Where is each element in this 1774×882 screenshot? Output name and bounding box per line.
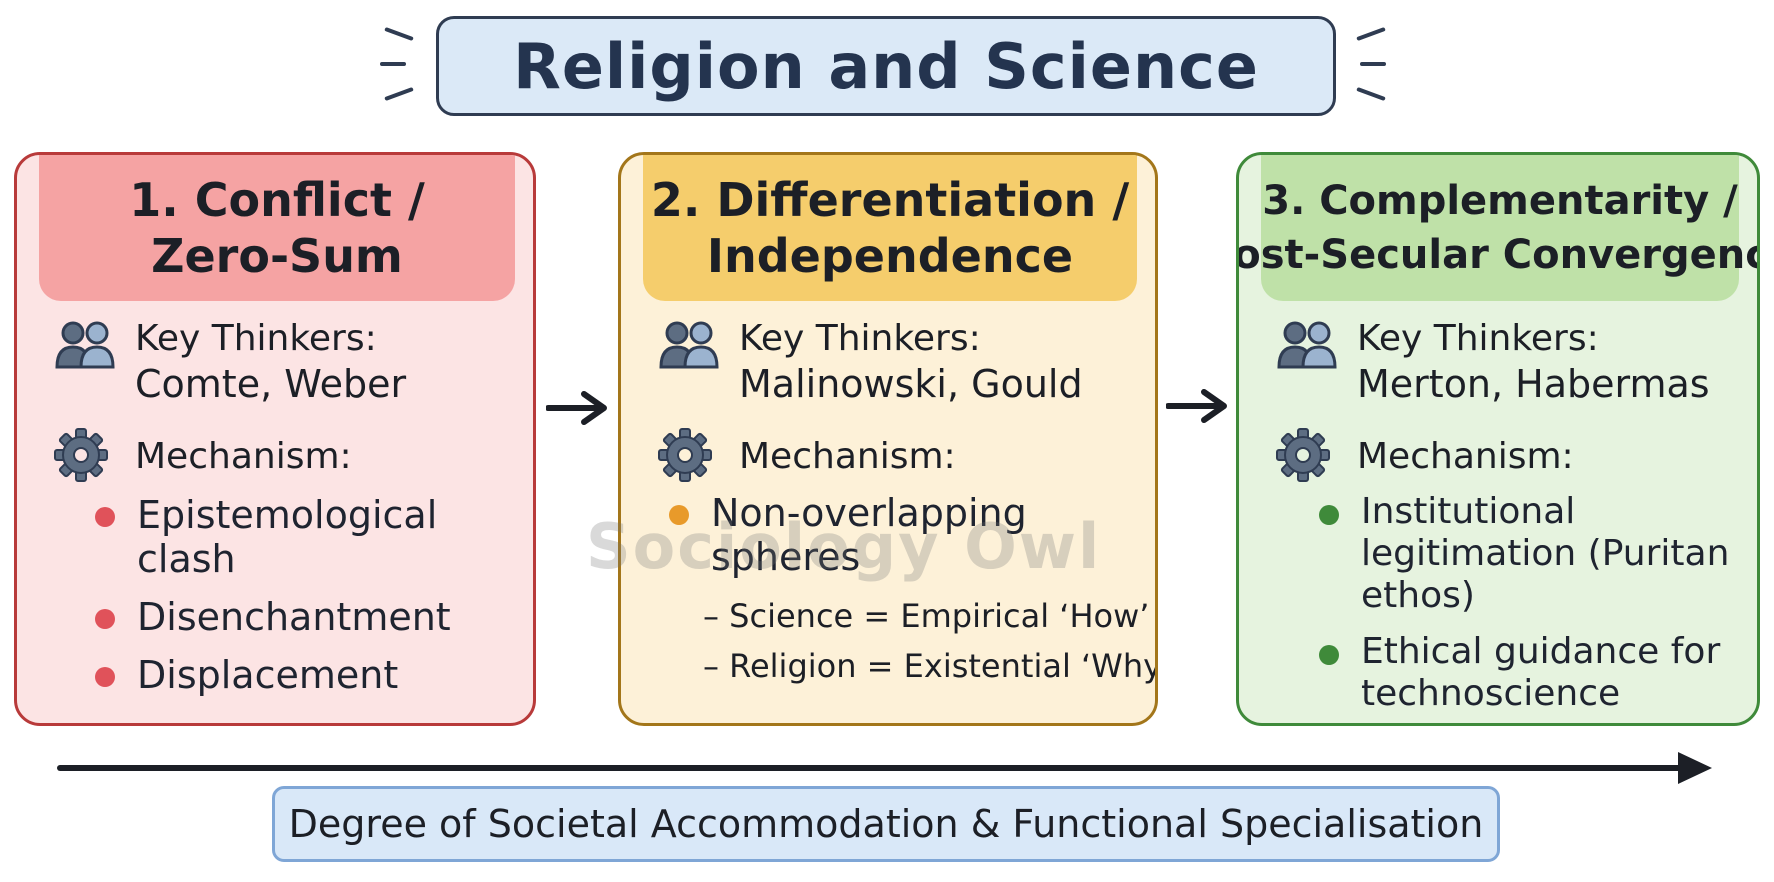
card-header-line: 3. Complementarity / bbox=[1262, 178, 1738, 224]
list-item: Ethical guidance for technoscience bbox=[1319, 631, 1741, 715]
gear-icon bbox=[1276, 428, 1330, 482]
bullet-dot bbox=[1319, 505, 1339, 525]
mechanism-list: Epistemological clash Disenchantment Dis… bbox=[95, 493, 467, 711]
card-header-line: Zero-Sum bbox=[151, 229, 403, 283]
mechanism-label: Mechanism: bbox=[135, 436, 352, 477]
bullet-dot bbox=[1319, 645, 1339, 665]
mechanism-row: Mechanism: bbox=[1273, 425, 1574, 485]
card-header: 2. Differentiation / Independence bbox=[643, 155, 1137, 301]
bullet-dot bbox=[95, 609, 115, 629]
gear-icon bbox=[658, 428, 712, 482]
card-header-line: Independence bbox=[706, 229, 1074, 283]
card-header-line: 1. Conflict / bbox=[129, 173, 425, 227]
thinkers-row: Key Thinkers: Merton, Habermas bbox=[1273, 317, 1710, 407]
mechanism-list: Non-overlapping spheres bbox=[669, 491, 1051, 593]
list-item: Non-overlapping spheres bbox=[669, 491, 1051, 579]
thinkers-label: Key Thinkers: bbox=[1357, 318, 1599, 359]
list-item: – Religion = Existential ‘Why’ bbox=[703, 647, 1158, 685]
progression-axis-arrow bbox=[57, 752, 1712, 784]
bullet-text: Displacement bbox=[137, 653, 399, 697]
thinkers-row: Key Thinkers: Comte, Weber bbox=[51, 317, 406, 407]
bullet-text: Institutional legitimation (Puritan etho… bbox=[1361, 491, 1730, 616]
axis-caption: Degree of Societal Accommodation & Funct… bbox=[272, 786, 1500, 862]
card-header: 3. Complementarity / Post-Secular Conver… bbox=[1239, 155, 1757, 301]
card-header-line: 2. Differentiation / bbox=[650, 173, 1130, 227]
conflict-card: 1. Conflict / Zero-Sum Key Thinkers: Com… bbox=[14, 152, 536, 726]
bullet-text: Disenchantment bbox=[137, 595, 451, 639]
bullet-text: Ethical guidance for technoscience bbox=[1361, 631, 1721, 714]
page-title: Religion and Science bbox=[513, 29, 1259, 103]
mechanism-label: Mechanism: bbox=[1357, 436, 1574, 477]
thinkers-label: Key Thinkers: bbox=[739, 318, 981, 359]
thinkers-row: Key Thinkers: Malinowski, Gould bbox=[655, 317, 1083, 407]
list-item: Institutional legitimation (Puritan etho… bbox=[1319, 491, 1741, 617]
bullet-dot bbox=[95, 667, 115, 687]
complementarity-card: 3. Complementarity / Post-Secular Conver… bbox=[1236, 152, 1760, 726]
people-icon bbox=[659, 321, 719, 369]
card-header: 1. Conflict / Zero-Sum bbox=[39, 155, 515, 301]
thinkers-label: Key Thinkers: bbox=[135, 318, 377, 359]
bullet-text: Epistemological clash bbox=[137, 493, 438, 581]
mechanism-list: Institutional legitimation (Puritan etho… bbox=[1319, 491, 1741, 723]
arrow-right-icon bbox=[546, 391, 607, 425]
list-item: Disenchantment bbox=[95, 595, 467, 639]
list-item: – Science = Empirical ‘How’ bbox=[703, 597, 1150, 635]
thinkers-names: Merton, Habermas bbox=[1357, 362, 1710, 406]
bullet-dot bbox=[95, 507, 115, 527]
mechanism-row: Mechanism: bbox=[655, 425, 956, 485]
thinkers-names: Comte, Weber bbox=[135, 362, 407, 406]
people-icon bbox=[55, 321, 115, 369]
differentiation-card: 2. Differentiation / Independence Key Th… bbox=[618, 152, 1158, 726]
mechanism-row: Mechanism: bbox=[51, 425, 352, 485]
title-box: Religion and Science bbox=[436, 16, 1336, 116]
mechanism-label: Mechanism: bbox=[739, 436, 956, 477]
card-header-line: Post-Secular Convergence bbox=[1236, 232, 1757, 278]
arrow-right-icon bbox=[1166, 389, 1227, 423]
watermark: Sociology Owl bbox=[586, 510, 1102, 583]
sub-point-list: – Science = Empirical ‘How’ – Religion =… bbox=[703, 591, 1158, 691]
bullet-text: Non-overlapping spheres bbox=[711, 491, 1027, 579]
bullet-dot bbox=[669, 505, 689, 525]
list-item: Displacement bbox=[95, 653, 467, 697]
thinkers-names: Malinowski, Gould bbox=[739, 362, 1083, 406]
people-icon bbox=[1277, 321, 1337, 369]
gear-icon bbox=[54, 428, 108, 482]
list-item: Epistemological clash bbox=[95, 493, 467, 581]
